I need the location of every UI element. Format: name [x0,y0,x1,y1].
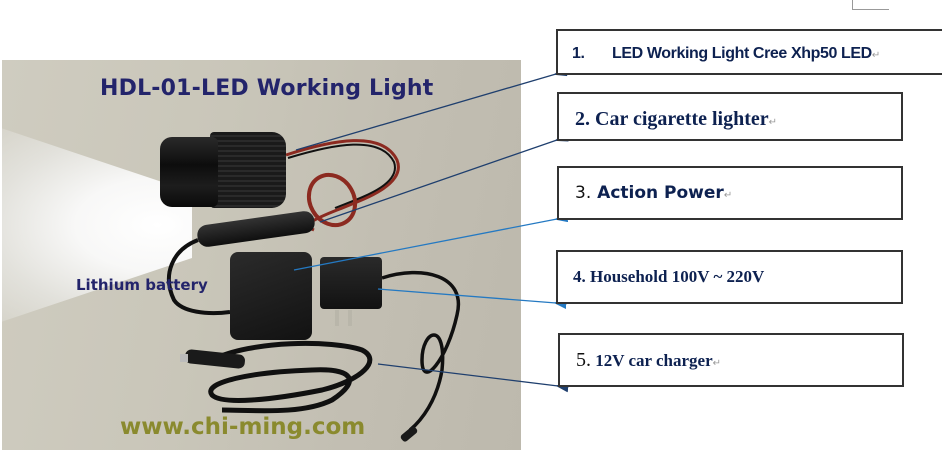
paragraph-mark-icon: ↵ [768,117,778,128]
callout-number: 4. [573,267,586,286]
battery-label: Lithium battery [76,276,208,294]
photo-title: HDL-01-LED Working Light [100,76,434,101]
callout-3-action-power: 3. Action Power↵ [557,166,903,220]
callout-number: 5. [576,349,591,371]
wall-adapter [320,257,382,309]
callout-text: LED Working Light Cree Xhp50 LED [612,45,872,62]
lamp-head [160,137,218,207]
lithium-battery [230,252,312,340]
callout-text: 12V car charger [595,351,713,370]
callout-text: Car cigarette lighter [595,108,769,130]
callout-number: 3. [575,183,592,203]
callout-4-household-voltage: 4. Household 100V ~ 220V [556,250,903,304]
paragraph-mark-icon: ↵ [723,190,733,201]
paragraph-mark-icon: ↵ [712,358,722,369]
website-watermark: www.chi-ming.com [120,414,366,440]
callout-text: Household 100V ~ 220V [590,267,765,286]
callout-5-car-charger: 5. 12V car charger↵ [558,333,904,387]
paragraph-mark-icon: ↵ [871,50,880,61]
adapter-prong [335,310,339,326]
callout-1-led-working-light: 1. LED Working Light Cree Xhp50 LED↵ [556,29,942,75]
corner-mark [852,0,889,10]
callout-number: 1. [572,45,585,62]
callout-2-car-cigarette-lighter: 2. Car cigarette lighter↵ [557,92,903,141]
product-photo: HDL-01-LED Working Light Lithium battery… [2,60,521,450]
adapter-prong [348,310,352,326]
lamp-body [210,132,286,208]
callout-text: Action Power [597,183,724,203]
callout-number: 2. [575,108,590,130]
